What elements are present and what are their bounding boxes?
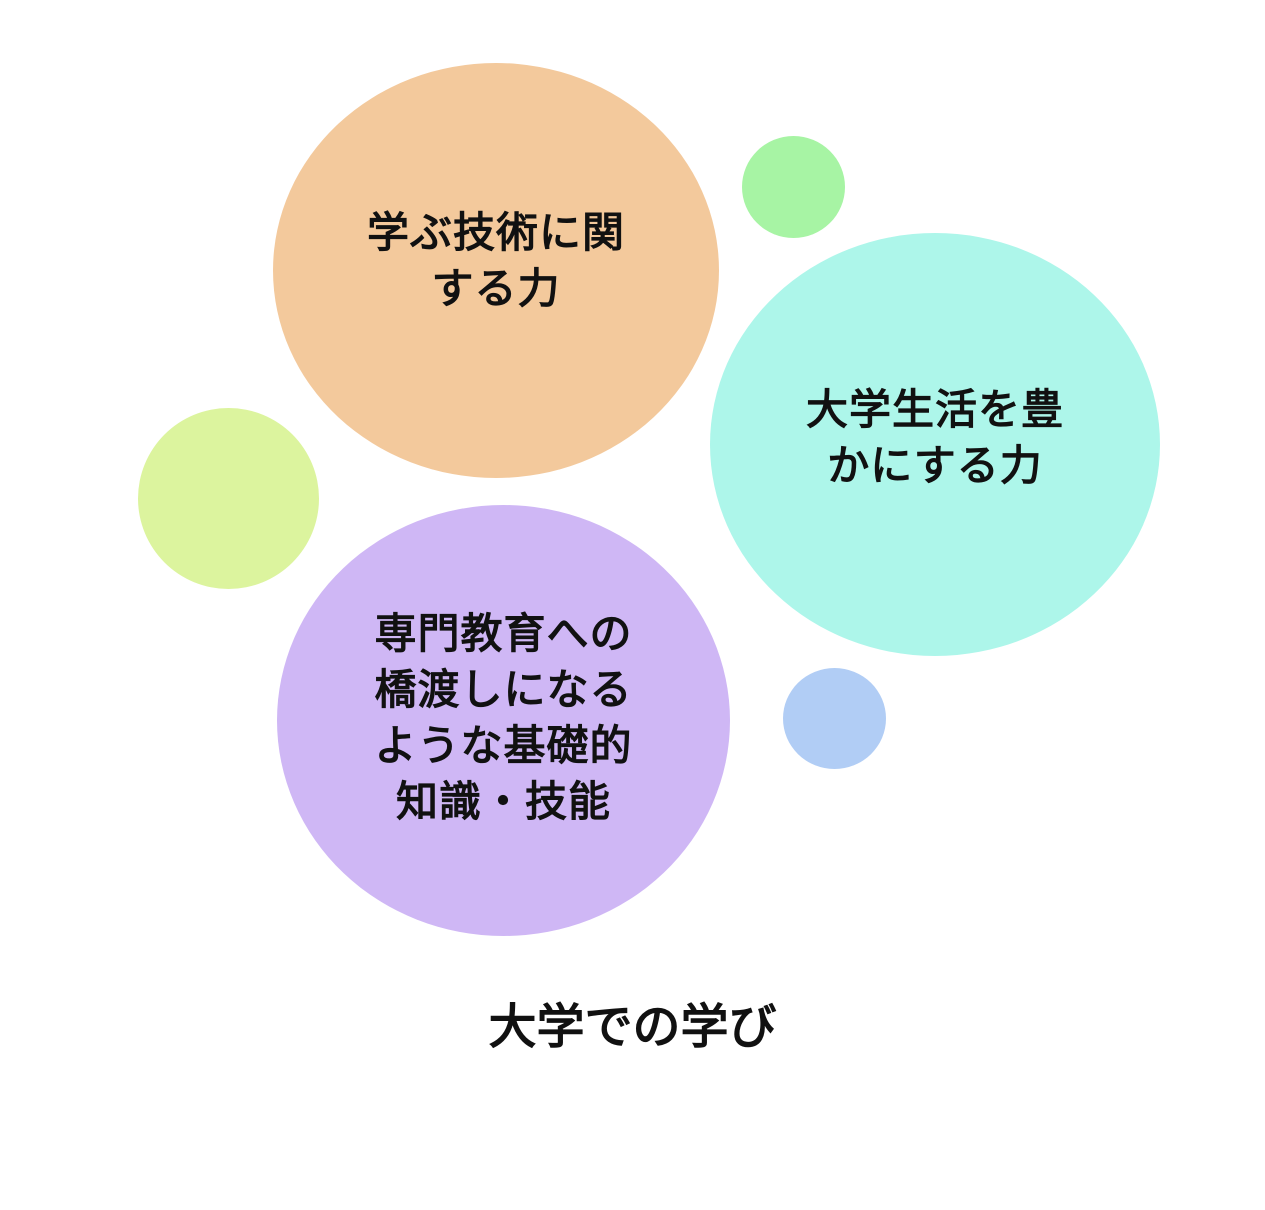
circle-enriching-university-life-label: 大学生活を豊 かにする力	[805, 384, 1064, 490]
circle-learning-skills-label: 学ぶ技術に関 する力	[366, 207, 625, 313]
decorative-circle-green	[742, 136, 845, 238]
circle-foundational-knowledge-label: 専門教育への 橋渡しになる ような基礎的 知識・技能	[374, 608, 633, 826]
decorative-circle-lime	[138, 408, 319, 589]
circle-foundational-knowledge: 専門教育への 橋渡しになる ような基礎的 知識・技能	[277, 505, 730, 936]
decorative-circle-blue	[783, 668, 886, 769]
diagram-title: 大学での学び	[488, 999, 777, 1055]
circle-enriching-university-life: 大学生活を豊 かにする力	[710, 233, 1160, 656]
circle-learning-skills: 学ぶ技術に関 する力	[273, 63, 719, 478]
